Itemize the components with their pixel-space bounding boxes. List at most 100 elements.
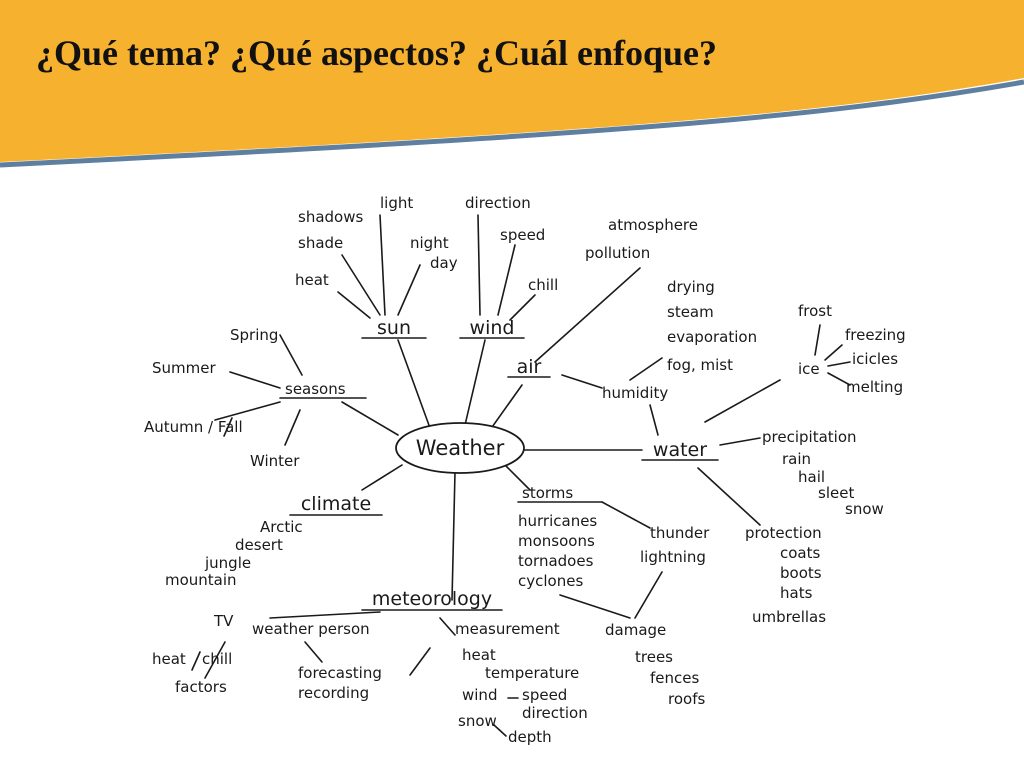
meteorology-recording: recording bbox=[298, 684, 369, 702]
edge-center-seasons bbox=[341, 401, 399, 436]
measurement-temperature: temperature bbox=[485, 664, 579, 682]
climate-item-desert: desert bbox=[235, 536, 283, 554]
sun-item-light: light bbox=[380, 194, 413, 212]
edge-storms-damage bbox=[559, 594, 631, 619]
measurement-wind: wind bbox=[462, 686, 497, 704]
edge-seasons-spring bbox=[279, 334, 303, 376]
edge-water-ice bbox=[704, 379, 781, 423]
climate-item-mountain: mountain bbox=[165, 571, 237, 589]
protection-item-coats: coats bbox=[780, 544, 820, 562]
meteorology-chill: chill bbox=[202, 650, 232, 668]
header-banner bbox=[0, 0, 1024, 171]
hub-air: air bbox=[517, 356, 542, 378]
banner-stripe bbox=[0, 79, 1024, 168]
wind-item-speed: speed bbox=[500, 226, 545, 244]
edge-heat-chill-slash bbox=[191, 651, 201, 671]
edge-center-meteorology bbox=[451, 471, 456, 601]
humidity-item-steam: steam bbox=[667, 303, 714, 321]
meteorology-heat: heat bbox=[152, 650, 186, 668]
connector-lines bbox=[204, 214, 851, 699]
edge-wind-speed bbox=[497, 244, 516, 316]
hub-humidity: humidity bbox=[602, 384, 668, 402]
edge-water-protection bbox=[697, 467, 761, 526]
edge-sun-shade bbox=[341, 254, 381, 316]
edge-storms-thunder bbox=[601, 501, 651, 529]
ice-item-freezing: freezing bbox=[845, 326, 906, 344]
edge-seasons-summer bbox=[229, 371, 281, 389]
sun-item-night: night bbox=[410, 234, 449, 252]
edge-measurement-heat bbox=[409, 647, 431, 676]
ice-item-icicles: icicles bbox=[852, 350, 898, 368]
edge-wind-direction bbox=[477, 214, 481, 316]
hub-underlines bbox=[279, 337, 719, 611]
hub-protection: protection bbox=[745, 524, 822, 542]
protection-item-umbrellas: umbrellas bbox=[752, 608, 826, 626]
storms-item-cyclones: cyclones bbox=[518, 572, 583, 590]
protection-item-hats: hats bbox=[780, 584, 813, 602]
edge-weather-person-heat bbox=[204, 641, 226, 679]
water-item-sleet: sleet bbox=[818, 484, 854, 502]
edge-seasons-winter bbox=[284, 409, 301, 446]
hub-storms: storms bbox=[522, 484, 573, 502]
edge-air-humidity bbox=[561, 374, 603, 389]
measurement-depth: depth bbox=[508, 728, 552, 746]
hub-water: water bbox=[653, 439, 707, 461]
sun-item-heat: heat bbox=[295, 271, 329, 289]
edge-meteo-measurement bbox=[439, 617, 456, 636]
edge-ice-melting bbox=[827, 372, 851, 386]
edge-wind-chill bbox=[509, 294, 536, 321]
hub-climate: climate bbox=[301, 493, 371, 515]
hub-meteorology: meteorology bbox=[372, 588, 492, 610]
protection-item-boots: boots bbox=[780, 564, 822, 582]
edge-ice-frost bbox=[814, 324, 821, 356]
edge-sun-night bbox=[397, 264, 421, 316]
hub-damage: damage bbox=[605, 621, 666, 639]
edge-air-atmosphere bbox=[534, 267, 641, 363]
edge-center-sun bbox=[397, 339, 431, 429]
meteorology-factors: factors bbox=[175, 678, 227, 696]
damage-item-fences: fences bbox=[650, 669, 699, 687]
measurement-direction: direction bbox=[522, 704, 588, 722]
climate-item-arctic: Arctic bbox=[260, 518, 303, 536]
humidity-item-evaporation: evaporation bbox=[667, 328, 757, 346]
storms-item-monsoons: monsoons bbox=[518, 532, 595, 550]
edge-humidity-fog bbox=[629, 357, 663, 381]
ice-item-melting: melting bbox=[846, 378, 903, 396]
meteorology-weather-person: weather person bbox=[252, 620, 370, 638]
edge-lightning-damage bbox=[634, 571, 663, 619]
water-item-rain: rain bbox=[782, 450, 811, 468]
edge-ice-freezing bbox=[824, 344, 843, 361]
edge-humidity-water bbox=[649, 404, 659, 436]
humidity-item-fog-mist: fog, mist bbox=[667, 356, 733, 374]
damage-item-trees: trees bbox=[635, 648, 673, 666]
storms-item-hurricanes: hurricanes bbox=[518, 512, 597, 530]
edge-center-wind bbox=[464, 339, 486, 426]
measurement-speed: speed bbox=[522, 686, 567, 704]
thunder-label: thunder bbox=[650, 524, 710, 542]
water-item-precipitation: precipitation bbox=[762, 428, 857, 446]
edge-meteo-weather-person bbox=[269, 611, 381, 619]
edge-center-climate bbox=[361, 464, 403, 491]
edge-sun-light bbox=[379, 214, 386, 316]
climate-item-jungle: jungle bbox=[204, 554, 251, 572]
seasons-item-winter: Winter bbox=[250, 452, 300, 470]
center-node-ellipse bbox=[395, 422, 525, 474]
measurement-snow: snow bbox=[458, 712, 497, 730]
edge-sun-heat bbox=[337, 291, 371, 319]
edge-ice-icicles bbox=[827, 361, 851, 367]
water-item-snow: snow bbox=[845, 500, 884, 518]
seasons-item-autumn: Autumn / Fall bbox=[144, 418, 243, 436]
edge-autumn-fall-slash bbox=[223, 417, 233, 437]
humidity-item-drying: drying bbox=[667, 278, 715, 296]
wind-item-chill: chill bbox=[528, 276, 558, 294]
seasons-item-spring: Spring bbox=[230, 326, 278, 344]
air-item-atmosphere: atmosphere bbox=[608, 216, 698, 234]
ice-item-frost: frost bbox=[798, 302, 832, 320]
hub-ice: ice bbox=[798, 360, 820, 378]
seasons-item-summer: Summer bbox=[152, 359, 216, 377]
lightning-label: lightning bbox=[640, 548, 706, 566]
edge-water-precipitation bbox=[719, 437, 761, 446]
sun-item-shadows: shadows bbox=[298, 208, 363, 226]
banner-band bbox=[0, 0, 1024, 162]
edge-center-storms bbox=[504, 464, 531, 491]
